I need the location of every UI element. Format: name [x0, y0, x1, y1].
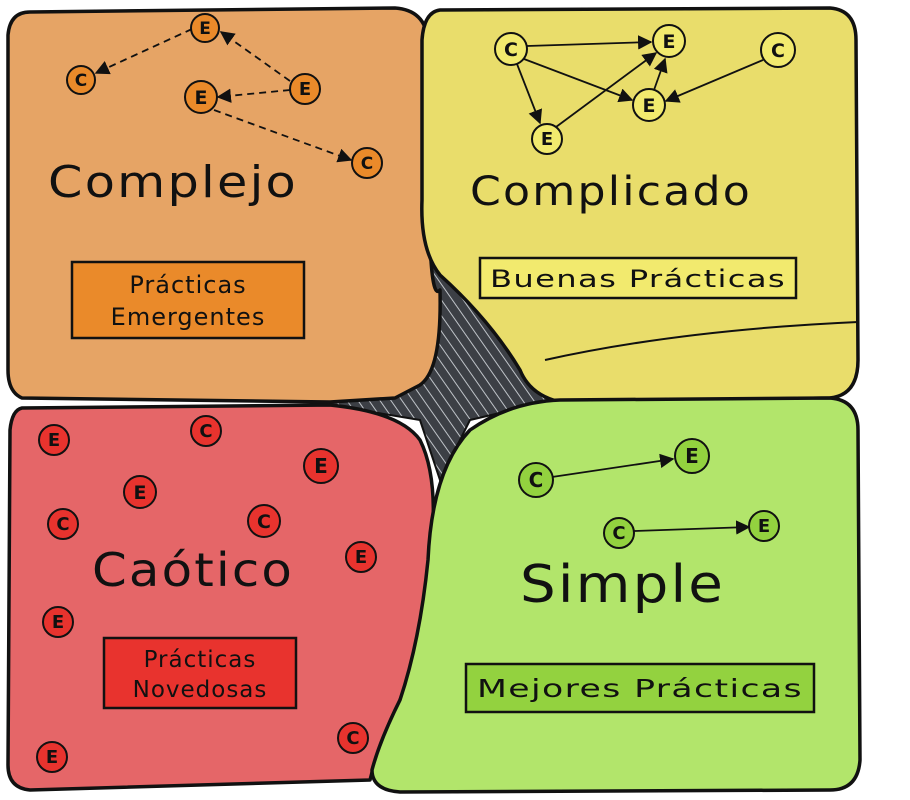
svg-text:E: E: [48, 430, 60, 451]
effect-node: E: [38, 424, 70, 456]
svg-text:E: E: [299, 79, 311, 100]
svg-text:C: C: [56, 514, 69, 535]
svg-text:C: C: [529, 468, 544, 492]
effect-node: E: [632, 88, 666, 122]
svg-text:C: C: [75, 71, 87, 91]
cause-node: C: [247, 504, 281, 538]
complicado-title: Complicado: [470, 169, 752, 215]
arrow: [516, 63, 543, 125]
effect-node: E: [36, 741, 68, 773]
cause-node: C: [603, 517, 635, 549]
svg-text:E: E: [134, 482, 147, 504]
effect-node: E: [748, 510, 780, 542]
cause-node: C: [494, 32, 528, 66]
cause-node: C: [351, 147, 383, 179]
effect-node: E: [674, 438, 710, 474]
divider-curve: [544, 321, 859, 361]
complejo-label-line-2: Emergentes: [111, 303, 266, 331]
svg-text:E: E: [685, 444, 699, 468]
simple-nodes: C E C E: [518, 438, 780, 549]
effect-node: E: [123, 475, 157, 509]
quadrant-caotico: E C E E C C E E C E Caótico Prácticas No…: [6, 403, 436, 792]
cause-node: C: [190, 415, 222, 447]
complejo-title: Complejo: [48, 157, 298, 208]
arrow: [219, 31, 291, 82]
caotico-label-line-2: Novedosas: [133, 677, 268, 703]
arrow: [94, 28, 193, 75]
arrow: [523, 58, 634, 103]
cause-node: C: [66, 65, 96, 95]
svg-text:E: E: [46, 747, 58, 768]
complejo-label-line-1: Prácticas: [129, 271, 246, 299]
quadrant-complejo: E C E E C Complejo Prácticas Emergentes: [6, 6, 442, 404]
svg-text:E: E: [758, 516, 770, 537]
complicado-label-line-1: Buenas Prácticas: [490, 265, 786, 293]
simple-label-line-1: Mejores Prácticas: [477, 674, 803, 703]
cause-node: C: [337, 722, 369, 754]
caotico-background: [6, 403, 436, 792]
effect-node: E: [289, 73, 321, 105]
svg-text:E: E: [663, 31, 676, 53]
svg-text:E: E: [541, 129, 553, 150]
svg-text:E: E: [52, 612, 64, 633]
quadrant-simple: C E C E Simple Mejores Prácticas: [370, 396, 862, 794]
quadrant-complicado: C E C E E Complicado Buenas Prácticas: [420, 6, 860, 404]
arrow: [555, 52, 658, 128]
complejo-relations: [94, 28, 353, 163]
effect-node: E: [184, 80, 218, 114]
complicado-background: [420, 6, 860, 404]
arrow: [551, 453, 675, 478]
complejo-label-box: [70, 260, 306, 340]
simple-label-box: [464, 662, 816, 714]
caotico-label-box: [102, 636, 298, 710]
svg-text:C: C: [361, 154, 373, 174]
effect-node: E: [42, 606, 74, 638]
effect-node: E: [345, 541, 377, 573]
arrow: [216, 88, 291, 103]
effect-node: E: [531, 123, 563, 155]
svg-text:E: E: [199, 19, 211, 39]
svg-text:C: C: [504, 39, 518, 61]
effect-node: E: [303, 448, 339, 484]
svg-text:E: E: [643, 95, 656, 117]
arrow: [213, 109, 353, 163]
cause-node: C: [47, 508, 79, 540]
svg-text:C: C: [771, 40, 785, 62]
svg-text:E: E: [195, 87, 208, 109]
arrow: [653, 57, 668, 91]
caotico-nodes: E C E E C C E E C E: [36, 415, 377, 773]
svg-text:C: C: [346, 728, 359, 749]
svg-text:E: E: [355, 547, 367, 568]
simple-relations: [551, 453, 751, 535]
complicado-label-box: [478, 256, 798, 300]
caotico-title: Caótico: [92, 543, 294, 597]
complicado-nodes: C E C E E: [494, 24, 796, 155]
arrow: [633, 520, 751, 535]
effect-node: E: [190, 13, 220, 43]
complejo-nodes: E C E E C: [66, 13, 383, 179]
simple-title: Simple: [520, 555, 725, 615]
arrow: [664, 59, 764, 103]
caotico-label-line-1: Prácticas: [144, 647, 257, 673]
arrow: [526, 35, 653, 50]
complicado-relations: [516, 35, 764, 128]
effect-node: E: [652, 24, 686, 58]
svg-text:C: C: [199, 421, 212, 442]
svg-text:C: C: [257, 511, 271, 533]
cause-node: C: [518, 462, 554, 498]
svg-text:C: C: [612, 523, 625, 544]
svg-text:E: E: [314, 454, 328, 478]
cause-node: C: [760, 32, 796, 68]
